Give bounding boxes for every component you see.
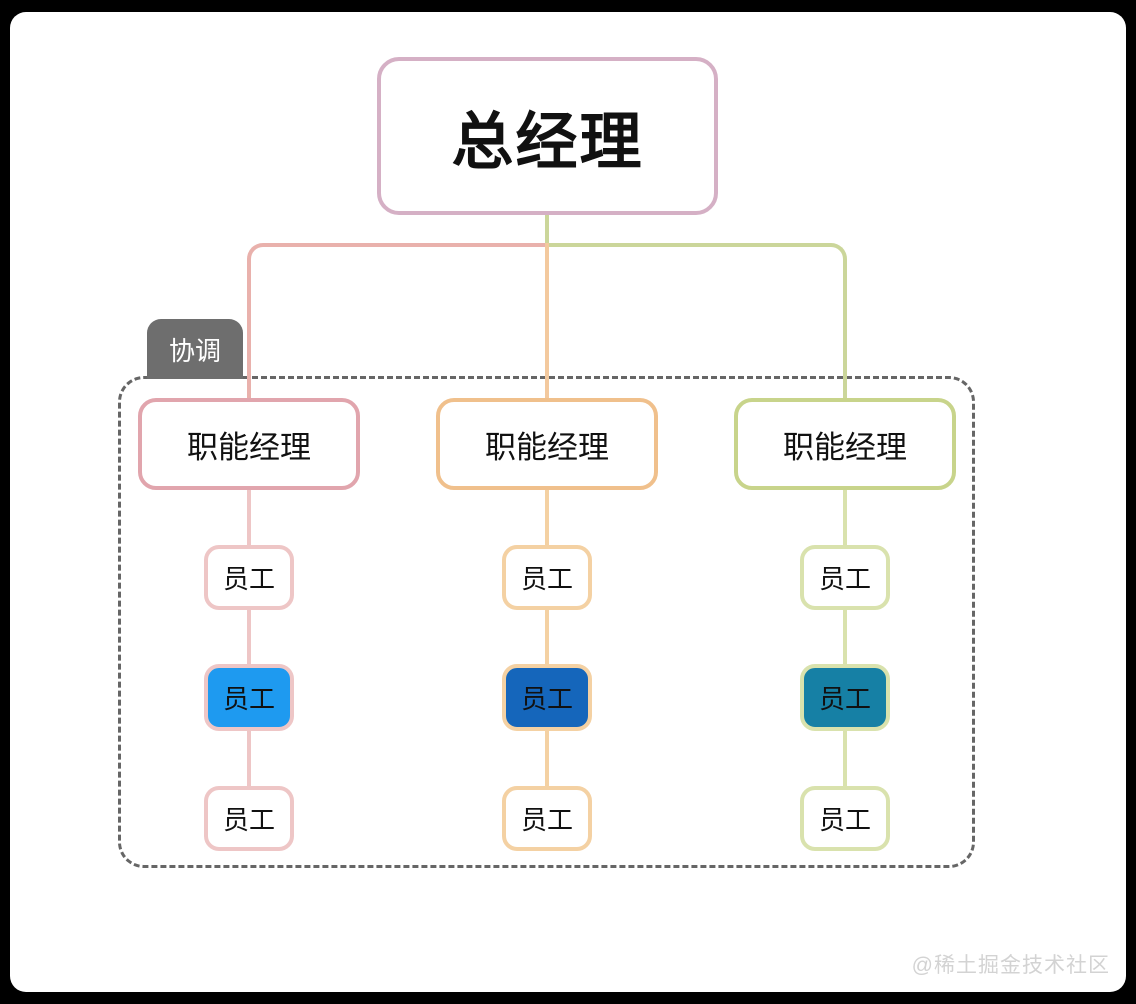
node-functional-manager-2-label: 职能经理: [485, 429, 609, 465]
node-employee-1-2-highlighted: 员工: [204, 664, 294, 731]
watermark: @稀土掘金技术社区: [911, 954, 1110, 977]
node-employee-1-1-label: 员工: [222, 564, 275, 594]
connector-root-stub: [545, 213, 549, 247]
column-spine-1: [247, 490, 251, 818]
coordination-tag: 协调: [147, 319, 243, 379]
node-employee-3-1: 员工: [800, 545, 890, 610]
node-employee-2-1: 员工: [502, 545, 592, 610]
connector-branch-middle: [545, 243, 549, 398]
connector-branch-right: [545, 243, 847, 398]
node-employee-3-2-highlighted: 员工: [800, 664, 890, 731]
node-employee-1-1: 员工: [204, 545, 294, 610]
node-employee-3-1-label: 员工: [818, 564, 871, 594]
node-functional-manager-3-label: 职能经理: [783, 429, 907, 465]
node-general-manager-label: 总经理: [451, 108, 644, 177]
node-employee-3-3: 员工: [800, 786, 890, 851]
node-employee-3-2-label: 员工: [818, 684, 871, 714]
column-spine-2: [545, 490, 549, 818]
coordination-tag-label: 协调: [168, 335, 221, 366]
node-employee-1-3: 员工: [204, 786, 294, 851]
node-employee-2-2-highlighted: 员工: [502, 664, 592, 731]
node-employee-2-3: 员工: [502, 786, 592, 851]
connector-branch-left: [247, 243, 549, 398]
node-functional-manager-1: 职能经理: [138, 398, 360, 490]
node-employee-2-1-label: 员工: [520, 564, 573, 594]
node-functional-manager-1-label: 职能经理: [187, 429, 311, 465]
whiteboard-card: 协调 总经理 职能经理 职能经理 职能经理 员工 员工 员工 员工 员工 员工 …: [10, 12, 1126, 992]
column-spine-3: [843, 490, 847, 818]
node-general-manager: 总经理: [377, 57, 718, 215]
node-employee-2-3-label: 员工: [520, 805, 573, 835]
node-employee-1-3-label: 员工: [222, 805, 275, 835]
node-employee-1-2-label: 员工: [222, 684, 275, 714]
node-functional-manager-3: 职能经理: [734, 398, 956, 490]
node-functional-manager-2: 职能经理: [436, 398, 658, 490]
node-employee-3-3-label: 员工: [818, 805, 871, 835]
node-employee-2-2-label: 员工: [520, 684, 573, 714]
